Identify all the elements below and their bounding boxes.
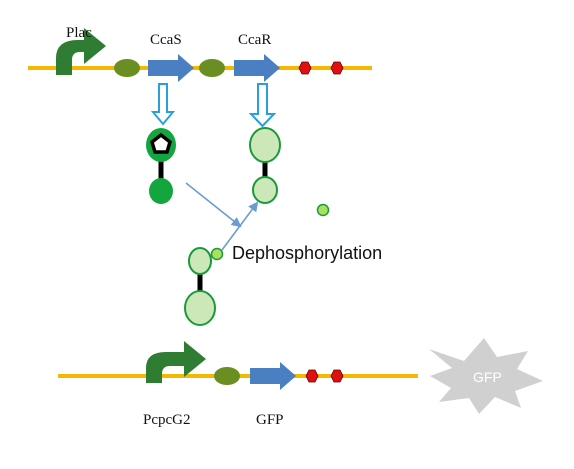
bottom-construct: PcpcG2 GFP <box>58 341 418 428</box>
pcpcg2-label: PcpcG2 <box>143 412 191 428</box>
ccar-expression-arrow <box>248 83 277 128</box>
pcpcg2-promoter-arrow <box>146 341 206 383</box>
terminator-2 <box>330 61 344 75</box>
chromophore-icon <box>149 132 173 154</box>
terminator-3 <box>305 369 319 383</box>
terminator-4 <box>330 369 344 383</box>
gfp-burst-label: GFP <box>473 369 502 385</box>
gfp-label: GFP <box>256 412 284 428</box>
plac-promoter-arrow <box>56 28 106 75</box>
gfp-burst: GFP <box>429 338 543 414</box>
ccar-gene-arrow <box>234 54 280 82</box>
ccar-protein <box>249 127 281 204</box>
top-construct: Plac CcaS CcaR <box>28 25 372 82</box>
ccar-bottom-domain <box>252 176 278 204</box>
rbs-1 <box>114 59 140 77</box>
ccar-top-domain <box>249 127 281 163</box>
ccas-label: CcaS <box>150 32 182 48</box>
ccas-protein <box>146 128 176 204</box>
free-phosphate <box>316 203 330 217</box>
gfp-burst-shape <box>429 338 543 414</box>
plac-label: Plac <box>66 25 92 41</box>
rbs-3 <box>214 367 240 385</box>
ccas-expression-arrow <box>150 83 176 126</box>
ccar-p-top-domain <box>188 247 212 275</box>
gfp-gene-arrow <box>250 362 296 390</box>
rbs-2 <box>199 59 225 77</box>
dephosphorylation-label: Dephosphorylation <box>232 243 382 263</box>
dephosphorylation-arrow <box>221 201 259 251</box>
ccar-label: CcaR <box>238 32 271 48</box>
ccas-bottom-domain <box>149 178 173 204</box>
ccar-phosphorylated-protein <box>184 247 224 326</box>
transfer-arrow <box>185 182 242 228</box>
phosphate-group <box>210 247 224 261</box>
terminator-1 <box>298 61 312 75</box>
ccas-gene-arrow <box>148 54 194 82</box>
ccar-p-bottom-domain <box>184 290 216 326</box>
